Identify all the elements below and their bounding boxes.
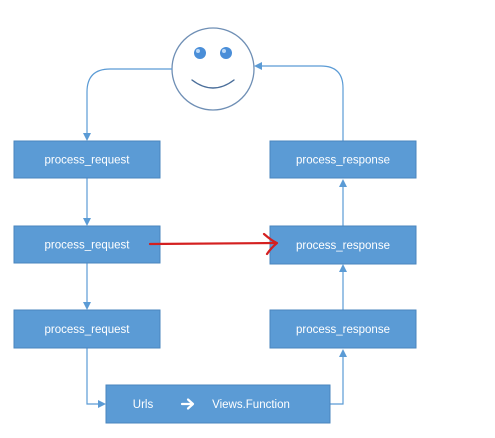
connector-views-to-response-3	[330, 357, 344, 405]
request-connectors	[83, 68, 172, 408]
request-node-3-label: process_request	[44, 324, 130, 336]
request-node-1-label: process_request	[44, 155, 130, 167]
response-node-1-label: process_response	[296, 155, 390, 167]
connector-user-to-request-1	[86, 68, 172, 133]
request-node-3: process_request	[13, 309, 161, 349]
short-circuit-arrow	[148, 232, 279, 256]
smiley-face-icon	[171, 27, 255, 111]
urls-label: Urls	[133, 399, 154, 411]
response-node-2: process_response	[269, 225, 417, 265]
response-node-3-label: process_response	[296, 324, 390, 336]
response-node-2-label: process_response	[296, 240, 390, 252]
urls-views-node: Urls Views.Function	[105, 384, 331, 424]
response-node-3: process_response	[269, 309, 417, 349]
request-node-2: process_request	[13, 225, 161, 264]
right-eye	[220, 47, 232, 59]
response-connectors	[254, 62, 347, 405]
connector-response-1-to-user	[262, 65, 344, 141]
views-function-label: Views.Function	[212, 399, 290, 411]
smile	[191, 79, 235, 89]
request-node-2-label: process_request	[44, 240, 130, 252]
response-node-1: process_response	[269, 140, 417, 179]
right-arrow-icon	[180, 398, 195, 410]
request-node-1: process_request	[13, 140, 161, 179]
connector-request-3-to-urls	[86, 348, 98, 405]
left-eye	[194, 47, 206, 59]
